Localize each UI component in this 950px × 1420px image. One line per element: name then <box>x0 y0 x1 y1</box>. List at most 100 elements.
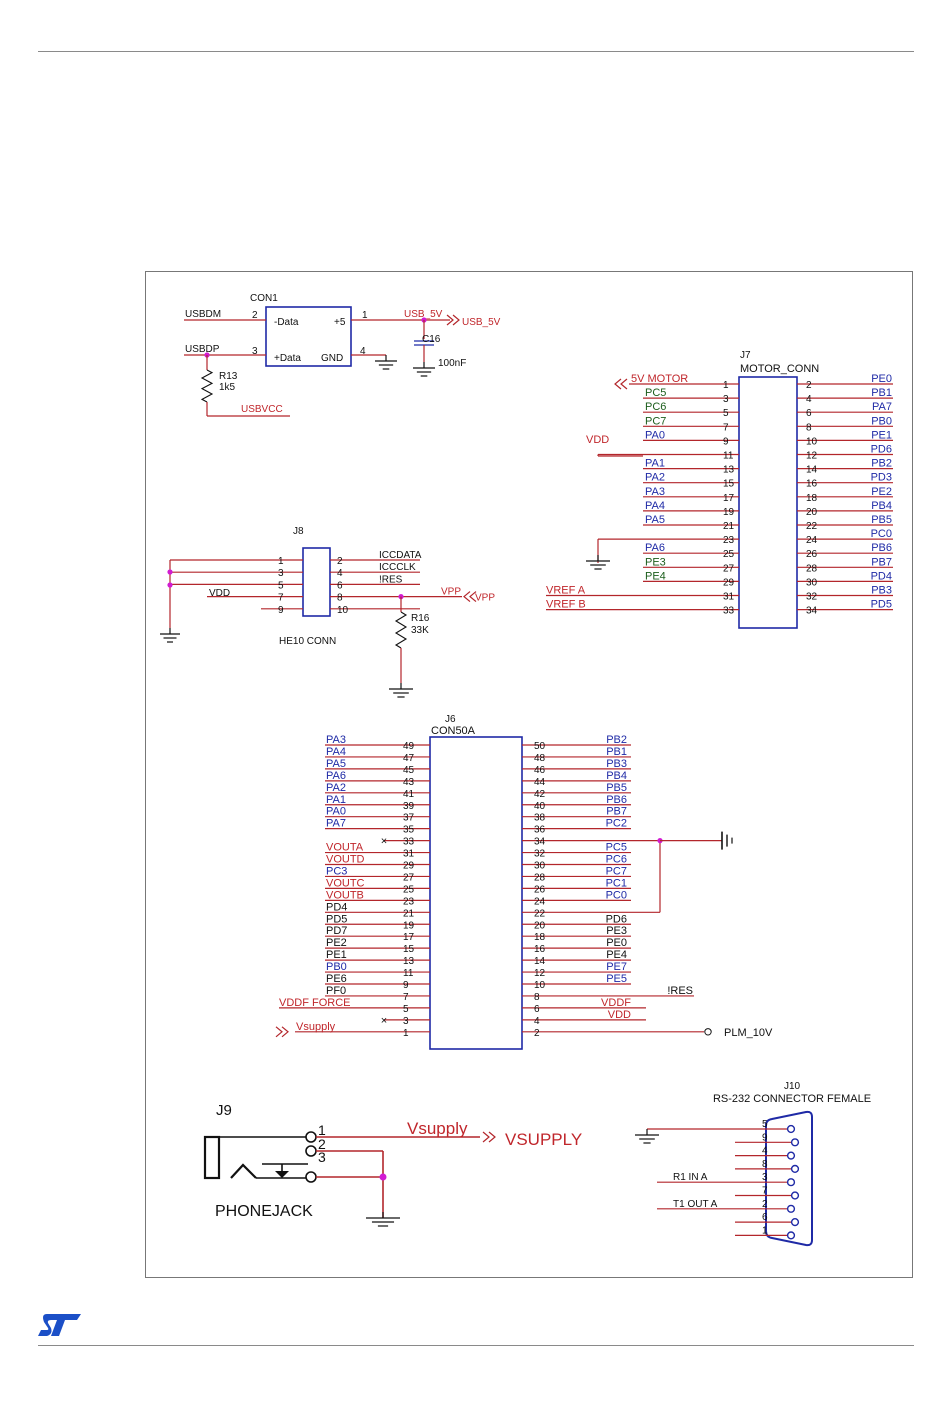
j7-net: PA3 <box>645 486 665 498</box>
j7-net: PD4 <box>871 570 892 582</box>
j7-net: PB1 <box>871 387 892 399</box>
j6-ref: J6 <box>445 714 456 725</box>
j6-net: PE1 <box>326 949 347 961</box>
con1-body <box>265 306 352 367</box>
j6-pin-num: 10 <box>534 980 546 991</box>
j6-net: PD7 <box>326 925 347 937</box>
j7-pin-num: 28 <box>806 563 818 574</box>
j6-net: VOUTB <box>326 889 364 901</box>
j6-pin-num: 4 <box>534 1016 540 1027</box>
j7-pin-num: 9 <box>723 436 729 447</box>
j6-pin-num: 28 <box>534 872 546 883</box>
j8-body <box>302 547 331 617</box>
j6-net: PE6 <box>326 973 347 985</box>
j6-net: VDDF FORCE <box>279 997 351 1009</box>
port-arrow-icon <box>482 1131 496 1143</box>
j7-ref: J7 <box>740 350 751 361</box>
j6-pin-num: 35 <box>403 825 415 836</box>
j7-pin-num: 12 <box>806 451 818 462</box>
j6-pin-num: 8 <box>534 992 540 1003</box>
j6-net: PA3 <box>326 734 346 746</box>
header-rule <box>38 51 914 52</box>
j7-net: PA1 <box>645 458 665 470</box>
con1-pin-num: 3 <box>252 346 258 357</box>
j6-net: PF0 <box>326 985 346 997</box>
j7-net: PA5 <box>645 514 665 526</box>
j10-name: RS-232 CONNECTOR FEMALE <box>713 1093 871 1105</box>
jack-pin-icon <box>305 1145 317 1157</box>
j6-net: PB4 <box>606 770 627 782</box>
con1-pin-name: +5 <box>334 317 346 328</box>
j7-net: PA0 <box>645 429 665 441</box>
j6-net: PE7 <box>606 961 627 973</box>
j7-pin-num: 29 <box>723 577 735 588</box>
j7-pin-num: 21 <box>723 521 735 532</box>
r16-value: 33K <box>411 625 429 636</box>
j10-pin-num: 2 <box>762 1199 768 1210</box>
j6-net: PA2 <box>326 782 346 794</box>
j6-net: PE3 <box>606 925 627 937</box>
j6-pin-num: 42 <box>534 789 546 800</box>
j8-pin-num: 6 <box>337 580 343 591</box>
port-arrow-icon <box>446 314 460 326</box>
j6-net: PA0 <box>326 806 346 818</box>
j7-pin-num: 8 <box>806 422 812 433</box>
j8-name: HE10 CONN <box>279 636 336 647</box>
j8-net: ICCCLK <box>379 562 416 573</box>
j6-net: PB6 <box>606 794 627 806</box>
r16-resistor <box>394 611 408 649</box>
j7-pin-num: 33 <box>723 606 735 617</box>
c16-ref: C16 <box>422 334 441 345</box>
port-arrow-icon <box>275 1026 289 1038</box>
j7-net: PD6 <box>871 444 892 456</box>
j6-pin-num: 11 <box>403 968 414 979</box>
j7-pin-num: 2 <box>806 380 812 391</box>
j6-net: VOUTC <box>326 877 365 889</box>
j10-pin-num: 3 <box>762 1172 768 1183</box>
r16-ref: R16 <box>411 613 430 624</box>
j7-pin-num: 24 <box>806 535 818 546</box>
j6-net: PE5 <box>606 973 627 985</box>
j9-pin-num: 1 <box>318 1122 326 1138</box>
j7-net: PC7 <box>645 415 666 427</box>
j7-pin-num: 32 <box>806 592 818 603</box>
j6-pin-num: 22 <box>534 908 546 919</box>
j6-net: PD5 <box>326 913 347 925</box>
j6-pin-num: 7 <box>403 992 409 1003</box>
j8-vpp-port: VPP <box>475 593 495 604</box>
no-connect-icon: × <box>381 836 387 848</box>
j10-net: R1 IN A <box>673 1172 708 1183</box>
con1-port-label: USB_5V <box>462 317 501 328</box>
con1-pin-name: +Data <box>274 353 301 364</box>
j6-net: PD4 <box>326 901 347 913</box>
j7-pin-num: 25 <box>723 549 735 560</box>
terminal-icon <box>704 1028 712 1036</box>
j6-pin-num: 43 <box>403 777 415 788</box>
j6-pin-num: 50 <box>534 741 546 752</box>
j6-con50a-connector: J6CON50A49PA347PA445PA543PA641PA239PA137… <box>275 714 773 1050</box>
j6-name: CON50A <box>431 725 476 737</box>
j7-net: PB2 <box>871 458 892 470</box>
j7-pin-num: 23 <box>723 535 735 546</box>
j6-net: PE0 <box>606 937 627 949</box>
j6-net: PA7 <box>326 818 346 830</box>
j7-net: PE0 <box>871 373 892 385</box>
j6-net: PB5 <box>606 782 627 794</box>
j7-net: 5V MOTOR <box>631 373 688 385</box>
j7-pin-num: 16 <box>806 479 818 490</box>
j6-pin-num: 14 <box>534 956 546 967</box>
j10-net: T1 OUT A <box>673 1199 718 1210</box>
st-logo-icon <box>38 1314 81 1336</box>
j7-net: PB7 <box>871 556 892 568</box>
j7-pin-num: 34 <box>806 606 818 617</box>
j7-net: PC5 <box>645 387 666 399</box>
j10-pin-num: 1 <box>762 1225 768 1236</box>
j6-pin-num: 31 <box>403 849 415 860</box>
j6-pin-num: 36 <box>534 825 546 836</box>
con1-pin-name: -Data <box>274 317 299 328</box>
port-arrow-icon <box>614 378 628 390</box>
j7-net: PB5 <box>871 514 892 526</box>
j7-pin-num: 17 <box>723 493 735 504</box>
junction-dot <box>167 569 173 575</box>
